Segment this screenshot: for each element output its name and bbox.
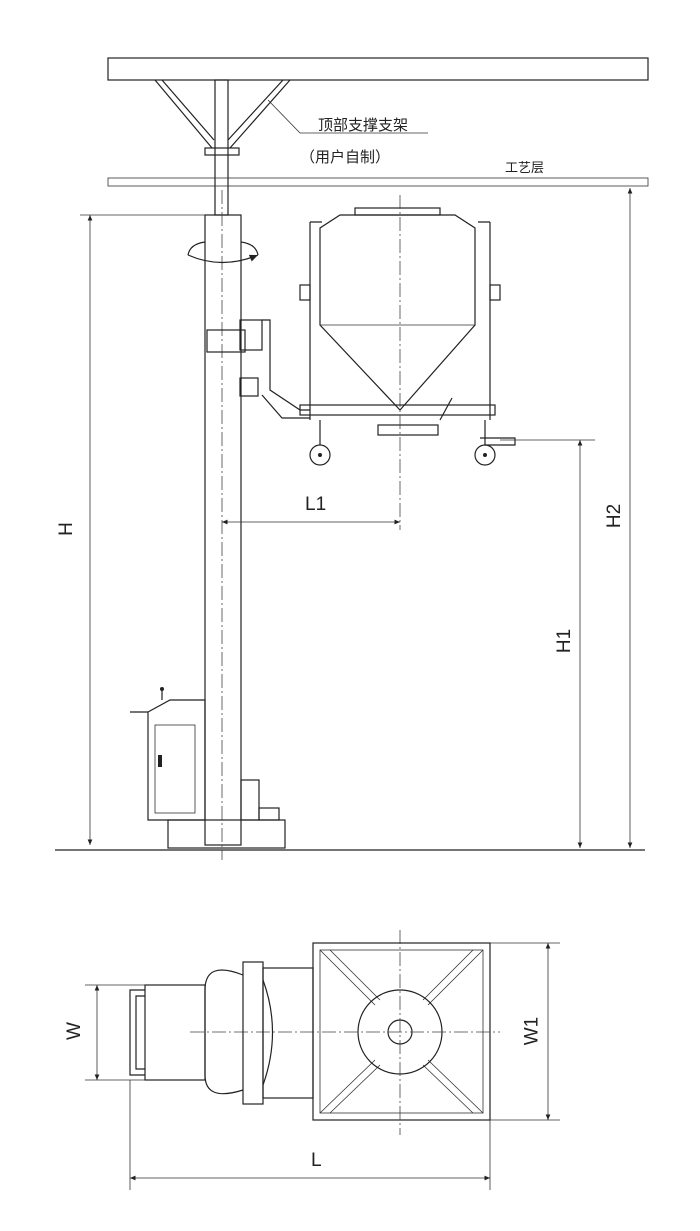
process-floor [107,177,649,187]
lift-column [187,190,310,860]
support-bracket-label: 顶部支撑支架 [318,116,409,134]
process-floor-label: 工艺层 [505,161,545,176]
dim-h2-label: H2 [604,503,626,529]
dim-h-label: H [55,522,77,536]
dim-h1-label: H1 [554,628,576,654]
dim-l-label: L [311,1150,322,1171]
top-view [85,930,560,1190]
support-note-label: （用户自制） [300,148,391,166]
dim-w1-label: W1 [521,1016,543,1046]
dim-l1-label: L1 [305,494,327,515]
ibc-bin [299,195,516,530]
dimension-lines [80,188,633,848]
control-cabinet [130,687,286,849]
dim-w-label: W [63,1022,85,1040]
ceiling-slab [107,57,649,81]
